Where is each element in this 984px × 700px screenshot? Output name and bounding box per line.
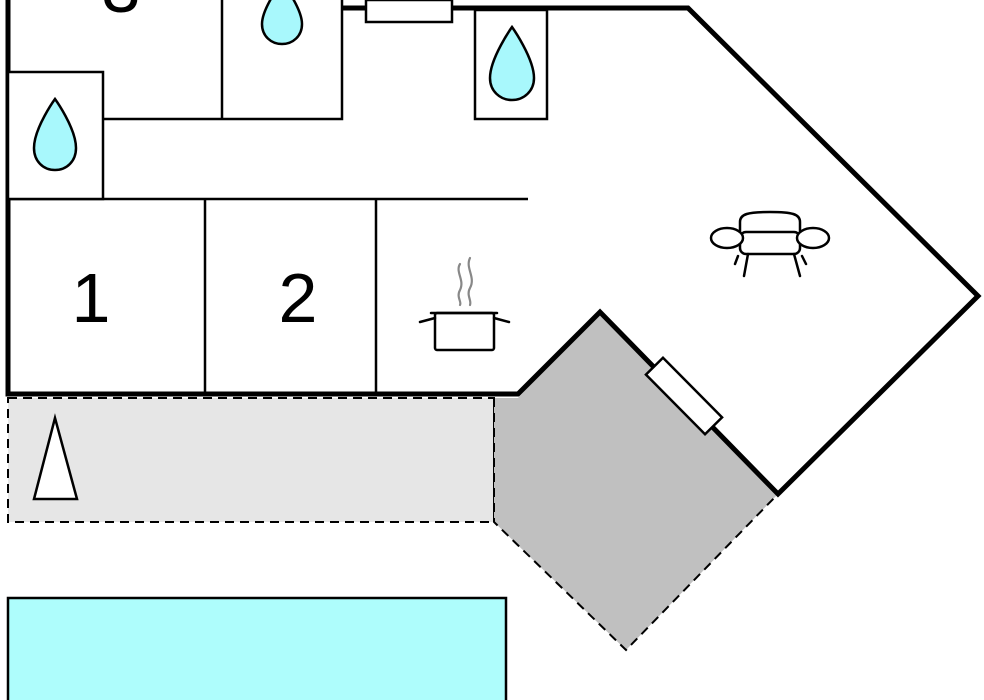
bedroom-1-label: 1 (72, 259, 111, 337)
bedroom-3-label: 3 (102, 0, 141, 27)
bathroom-drop-icon (260, 0, 304, 46)
wall-bathroom-top (222, 0, 344, 121)
kitchen-pot-icon (418, 256, 511, 352)
shower-drop-icon (488, 24, 536, 102)
bedroom-2-label: 2 (279, 259, 318, 337)
sofa-icon (709, 210, 831, 278)
bathroom-left-drop-icon (32, 96, 78, 172)
terrace-dark (494, 312, 778, 650)
window-top-icon (364, 0, 454, 24)
window-terrace-icon (644, 355, 724, 437)
pool (6, 596, 508, 700)
tent-icon (32, 413, 79, 501)
terrace-light (7, 397, 495, 523)
terrace-dark-dashed-edge (493, 398, 779, 652)
